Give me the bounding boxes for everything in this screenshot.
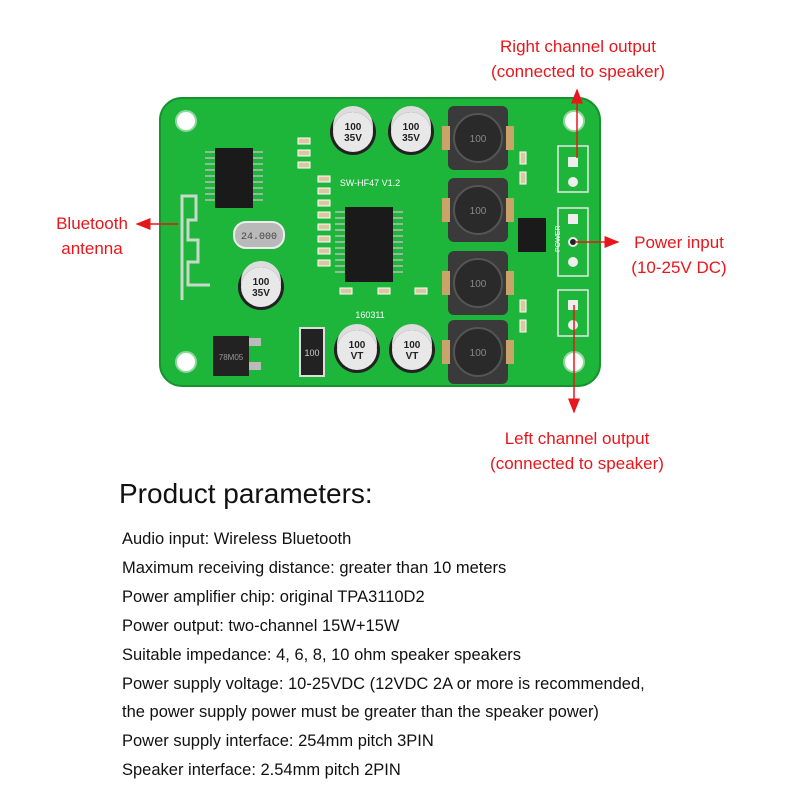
- svg-text:35V: 35V: [252, 288, 270, 299]
- bluetooth-line1: Bluetooth: [56, 214, 128, 233]
- svg-text:100: 100: [404, 340, 421, 351]
- svg-text:100: 100: [253, 277, 270, 288]
- bluetooth-line2: antenna: [61, 239, 123, 258]
- svg-text:100: 100: [349, 340, 366, 351]
- svg-text:100: 100: [470, 348, 487, 359]
- svg-text:VT: VT: [351, 351, 364, 362]
- right-channel-line2: (connected to speaker): [491, 62, 665, 81]
- left-channel-line2: (connected to speaker): [490, 454, 664, 473]
- power-input-line1: Power input: [634, 233, 724, 252]
- spec-item: Power supply voltage: 10-25VDC (12VDC 2A…: [122, 674, 645, 693]
- mounting-holes: [175, 110, 585, 373]
- spec-item: Suitable impedance: 4, 6, 8, 10 ohm spea…: [122, 645, 521, 664]
- svg-text:160311: 160311: [355, 310, 384, 320]
- right-channel-line1: Right channel output: [500, 37, 656, 56]
- svg-text:POWER: POWER: [555, 226, 562, 252]
- bluetooth-antenna-trace: [180, 194, 210, 300]
- left-channel-output-label: Left channel output (connected to speake…: [477, 426, 677, 476]
- bluetooth-antenna-label: Bluetooth antenna: [40, 211, 144, 261]
- svg-text:100: 100: [304, 348, 319, 358]
- spec-item: Audio input: Wireless Bluetooth: [122, 530, 352, 548]
- svg-text:100: 100: [403, 122, 420, 133]
- svg-text:100: 100: [470, 206, 487, 217]
- spec-item: Speaker interface: 2.54mm pitch 2PIN: [122, 761, 401, 780]
- spec-item: Power amplifier chip: original TPA3110D2: [122, 587, 425, 606]
- svg-text:35V: 35V: [344, 133, 362, 144]
- power-input-line2: (10-25V DC): [631, 258, 727, 277]
- svg-text:35V: 35V: [402, 133, 420, 144]
- spec-item: Maximum receiving distance: greater than…: [122, 558, 507, 577]
- svg-text:VT: VT: [406, 351, 419, 362]
- svg-text:100: 100: [470, 279, 487, 290]
- spec-item: the power supply power must be greater t…: [122, 703, 599, 722]
- right-channel-output-label: Right channel output (connected to speak…: [478, 34, 678, 84]
- svg-text:24.000: 24.000: [241, 232, 277, 243]
- svg-text:78M05: 78M05: [219, 353, 244, 362]
- spec-item: Power output: two-channel 15W+15W: [122, 616, 400, 635]
- product-parameters-title: Product parameters:: [119, 478, 373, 509]
- spec-item: Power supply interface: 254mm pitch 3PIN: [122, 732, 434, 751]
- left-channel-line1: Left channel output: [504, 429, 650, 448]
- power-input-label: Power input (10-25V DC): [620, 230, 738, 280]
- svg-text:SW-HF47 V1.2: SW-HF47 V1.2: [340, 178, 400, 188]
- spec-list: Audio input: Wireless Bluetooth Maximum …: [122, 525, 645, 785]
- svg-text:100: 100: [345, 122, 362, 133]
- svg-text:100: 100: [470, 134, 487, 145]
